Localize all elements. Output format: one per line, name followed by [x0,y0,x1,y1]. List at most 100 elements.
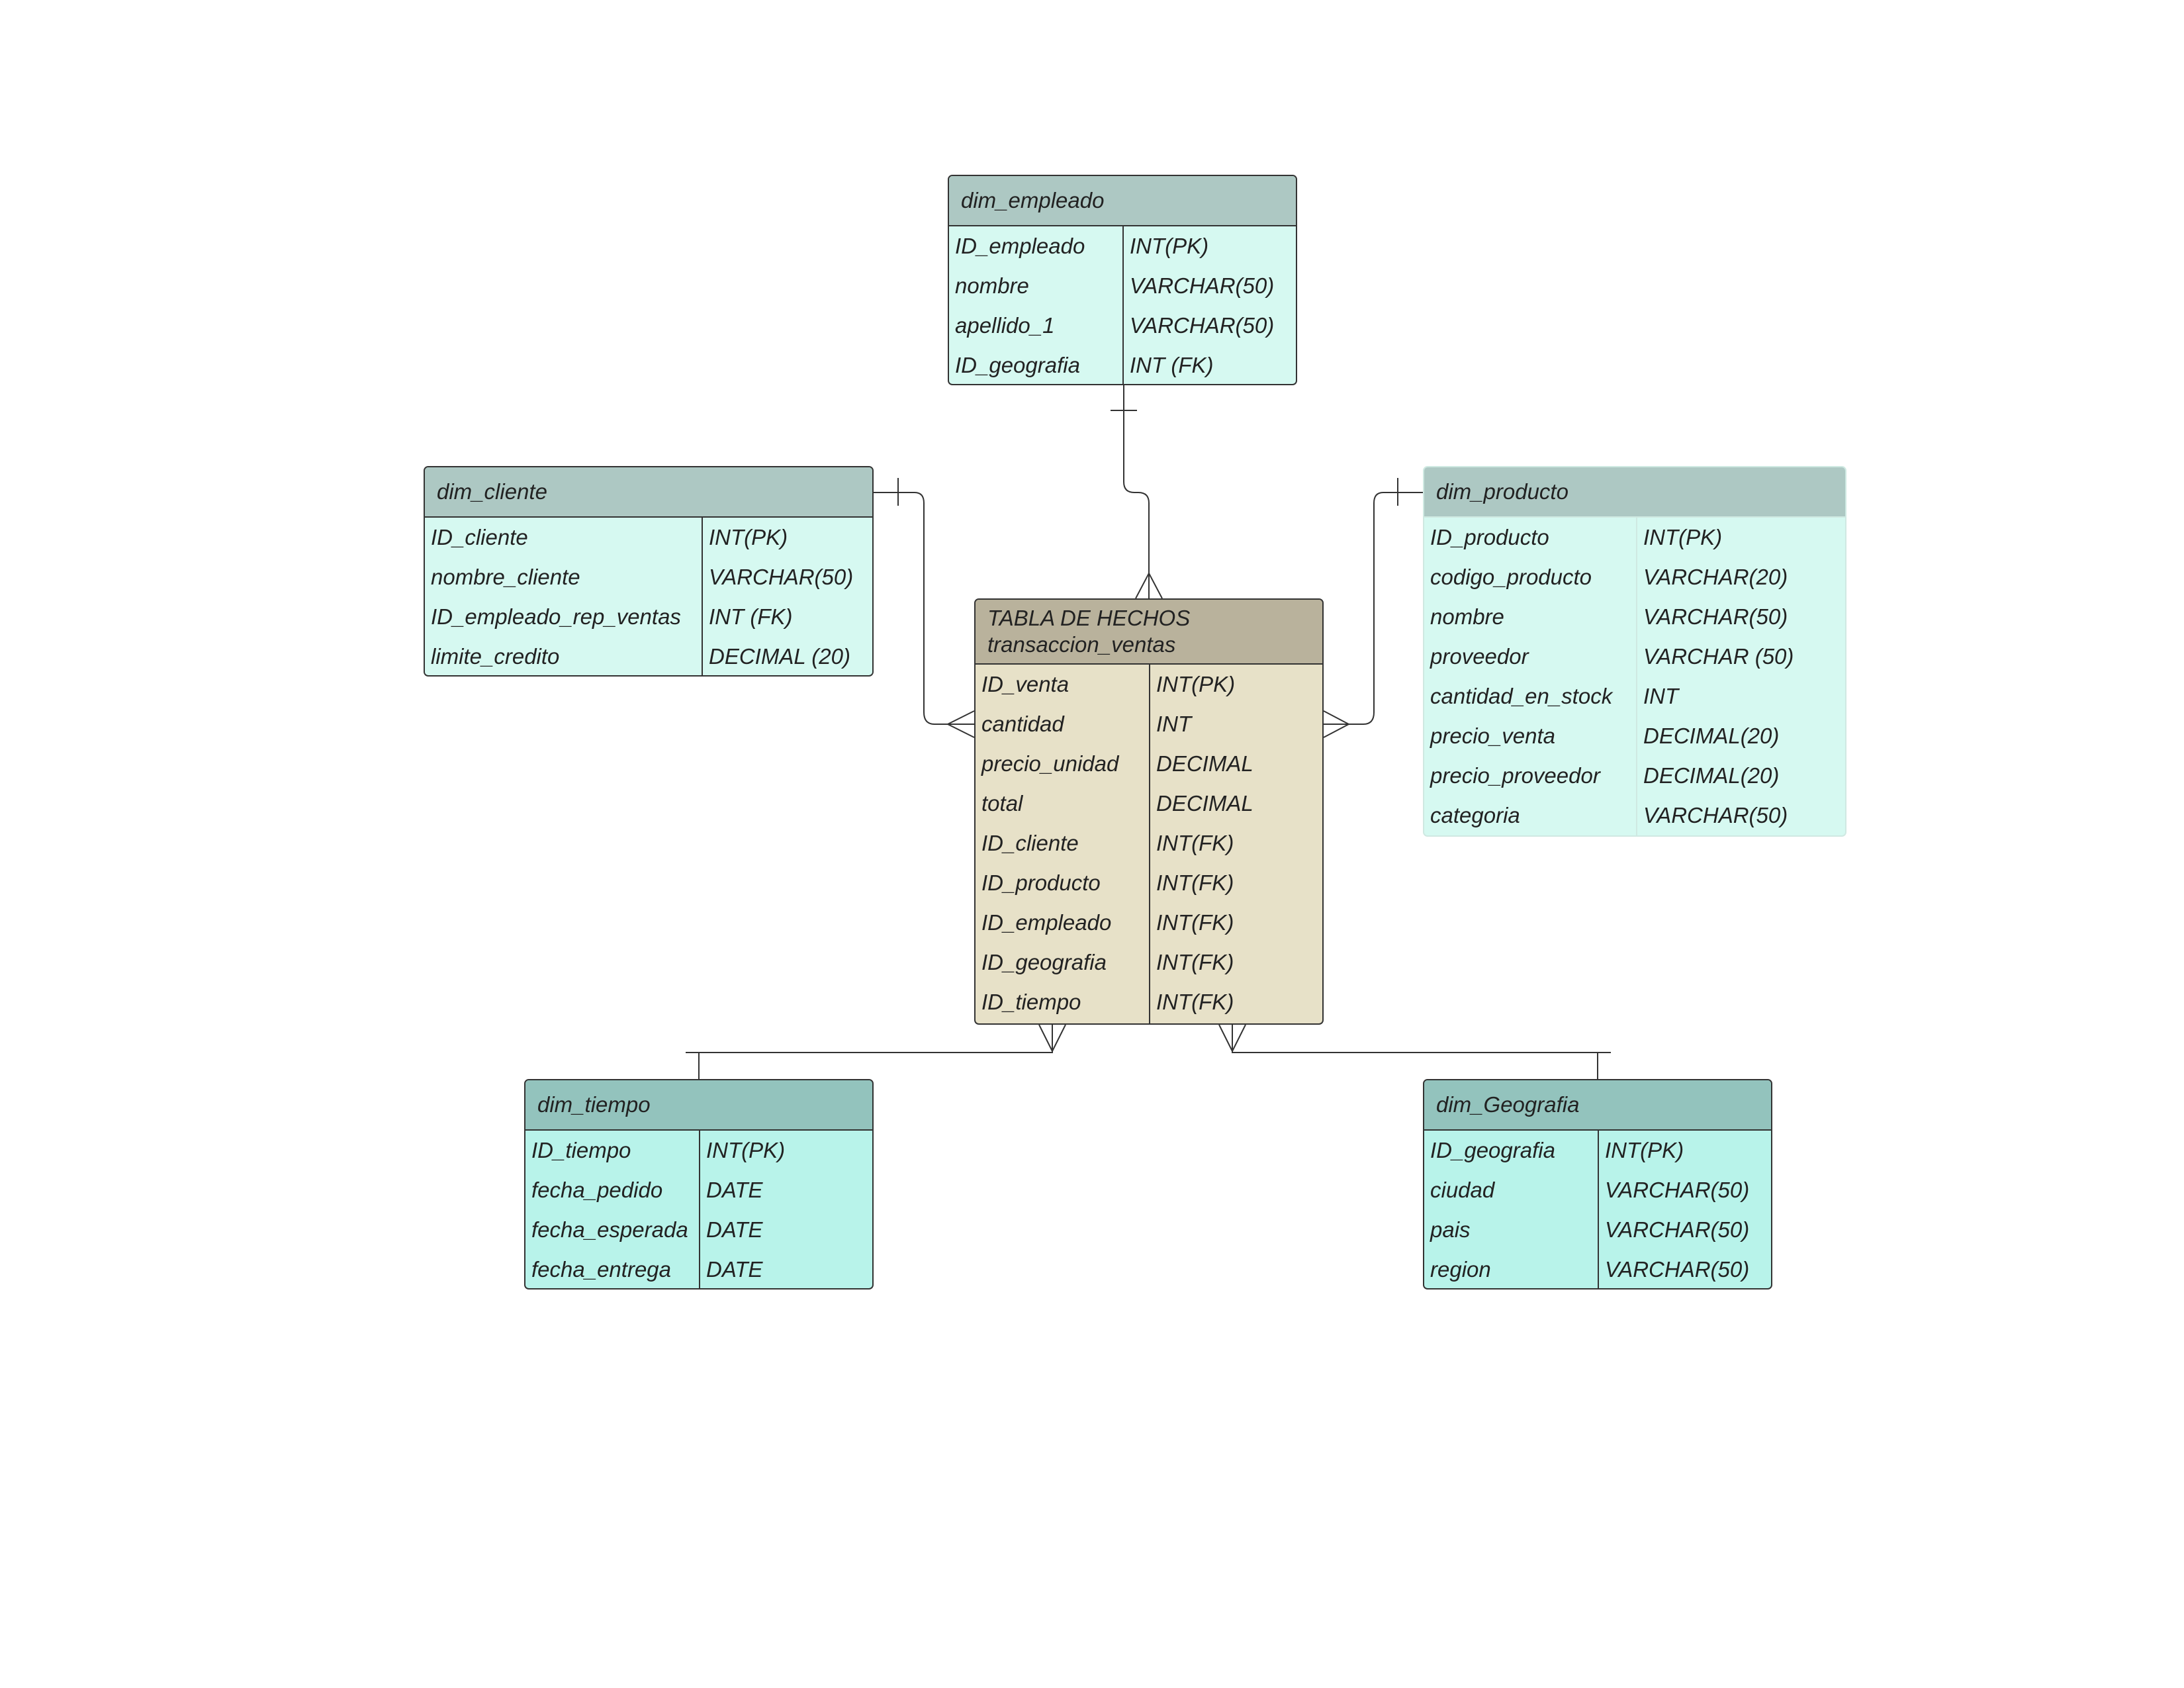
field-name: ID_empleado_rep_ventas [431,604,681,629]
connector-cliente-fact [874,492,974,725]
field-type: DATE [706,1217,763,1242]
field-row[interactable]: ID_producto INT(FK) [976,863,1322,903]
field-row[interactable]: pais VARCHAR(50) [1424,1210,1771,1250]
field-type: INT(PK) [1156,672,1236,696]
field-name: nombre [955,273,1029,298]
field-row[interactable]: limite_credito DECIMAL (20) [425,637,872,675]
field-type: DECIMAL(20) [1643,724,1780,748]
field-type: DATE [706,1257,763,1282]
field-row[interactable]: ID_empleado INT(FK) [976,903,1322,943]
connector-tiempo-fact [698,1025,1053,1079]
field-name: ID_empleado [981,910,1112,935]
field-name: limite_credito [431,644,560,669]
field-type: VARCHAR(50) [1605,1217,1750,1242]
column-divider [1598,1131,1599,1288]
field-row[interactable]: categoria VARCHAR(50) [1424,796,1845,835]
field-name: region [1430,1257,1491,1282]
field-name: precio_proveedor [1430,763,1600,788]
entity-fields: ID_cliente INT(PK) nombre_cliente VARCHAR(5… [425,518,872,675]
field-name: ID_producto [1430,525,1549,549]
field-row[interactable]: region VARCHAR(50) [1424,1250,1771,1288]
field-name: nombre_cliente [431,565,580,589]
entity-title-line: dim_empleado [961,188,1105,212]
column-divider [1122,226,1124,384]
entity-title-line: dim_cliente [437,479,547,504]
field-name: proveedor [1430,644,1529,669]
field-name: total [981,791,1023,816]
field-row[interactable]: nombre_cliente VARCHAR(50) [425,557,872,597]
connector-empleado-fact [1123,385,1150,598]
field-name: ID_tiempo [531,1138,631,1162]
field-type: VARCHAR(50) [1643,803,1788,827]
many-marker-cliente [946,710,975,738]
column-divider [699,1131,700,1288]
connector-producto-fact [1324,492,1423,725]
field-type: VARCHAR(50) [1130,313,1275,338]
field-type: DECIMAL (20) [709,644,850,669]
field-name: precio_venta [1430,724,1555,748]
field-row[interactable]: ID_cliente INT(PK) [425,518,872,557]
field-type: INT(FK) [1156,910,1234,935]
entity-title: dim_empleado [949,176,1296,226]
field-name: ID_producto [981,870,1101,895]
field-row[interactable]: precio_venta DECIMAL(20) [1424,716,1845,756]
field-type: INT(PK) [1130,234,1209,258]
column-divider [702,518,703,675]
field-type: VARCHAR (50) [1643,644,1794,669]
field-name: codigo_producto [1430,565,1592,589]
field-type: INT (FK) [709,604,793,629]
field-type: INT(FK) [1156,870,1234,895]
field-row[interactable]: nombre VARCHAR(50) [1424,597,1845,637]
field-type: INT(FK) [1156,990,1234,1014]
field-name: nombre [1430,604,1504,629]
field-name: ID_geografia [981,950,1107,974]
field-type: INT (FK) [1130,353,1214,377]
many-marker-tiempo [1038,1024,1066,1053]
column-divider [1149,665,1150,1023]
field-type: VARCHAR(50) [1643,604,1788,629]
field-type: VARCHAR(50) [1605,1257,1750,1282]
field-name: pais [1430,1217,1471,1242]
field-row[interactable]: codigo_producto VARCHAR(20) [1424,557,1845,597]
field-name: ID_cliente [431,525,528,549]
field-row[interactable]: ID_empleado_rep_ventas INT (FK) [425,597,872,637]
entity-title: dim_Geografia [1424,1080,1771,1131]
entity-title-line: transaccion_ventas [987,632,1176,657]
entity-title: dim_producto [1424,467,1845,518]
field-type: VARCHAR(50) [709,565,854,589]
field-row[interactable]: proveedor VARCHAR (50) [1424,637,1845,677]
field-type: INT(PK) [709,525,788,549]
field-name: categoria [1430,803,1520,827]
field-type: VARCHAR(20) [1643,565,1788,589]
entity-title-line: dim_Geografia [1436,1092,1580,1117]
